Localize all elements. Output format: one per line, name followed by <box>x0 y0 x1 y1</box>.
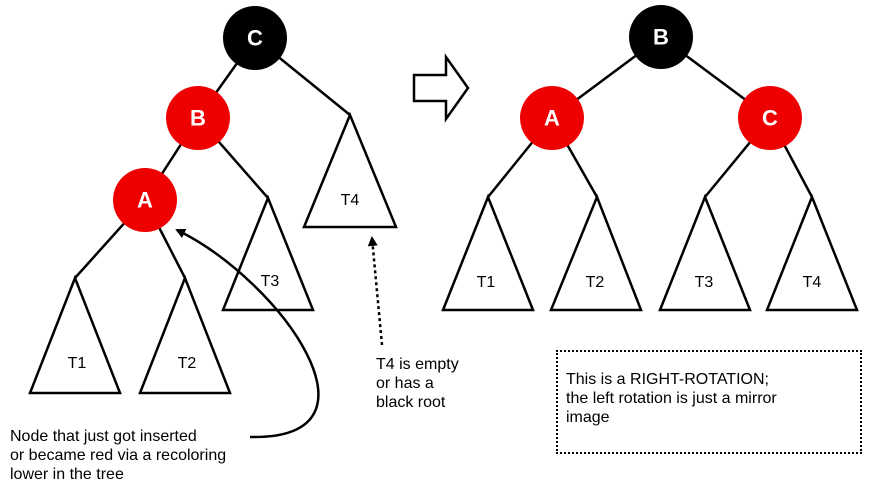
rotation-note-box: This is a RIGHT-ROTATION; the left rotat… <box>556 350 862 454</box>
node-b-after-label: B <box>653 25 669 50</box>
subtree-t4-label: T4 <box>341 192 360 209</box>
subtree-t4 <box>302 111 398 229</box>
node-a <box>113 168 177 232</box>
t4-note-arrow <box>367 236 384 346</box>
node-a-label: A <box>137 188 153 213</box>
subtree-t3-label: T3 <box>261 273 280 290</box>
inserted-node-note: Node that just got inserted or became re… <box>10 428 227 483</box>
node-c-after-label: C <box>762 106 778 131</box>
transition-arrow-icon <box>412 53 470 123</box>
subtree-t4-after-label: T4 <box>803 274 822 291</box>
node-b-after <box>629 5 693 69</box>
subtree-t2-after <box>549 193 643 312</box>
node-c-after <box>738 86 802 150</box>
t4-note: T4 is empty or has a black root <box>376 356 459 411</box>
subtree-t3 <box>221 194 315 312</box>
after-tree: T1 T2 T3 T4 B A C <box>441 5 859 312</box>
before-tree: T1 T2 T3 T4 C B A <box>28 6 398 395</box>
subtree-t3-after <box>658 193 752 312</box>
subtree-t1-after <box>441 193 535 312</box>
subtree-t1-after-label: T1 <box>477 274 496 291</box>
subtree-t2-after-label: T2 <box>586 274 605 291</box>
node-c <box>223 6 287 70</box>
subtree-t2-label: T2 <box>178 355 197 372</box>
node-a-after <box>520 86 584 150</box>
subtree-t3-after-label: T3 <box>695 274 714 291</box>
subtree-t4-after <box>765 193 859 312</box>
node-c-label: C <box>247 26 263 51</box>
inserted-node-arrow <box>175 228 320 439</box>
subtree-t1 <box>28 274 122 395</box>
node-b-label: B <box>190 106 206 131</box>
node-b <box>166 86 230 150</box>
subtree-t2 <box>138 274 232 395</box>
node-a-after-label: A <box>544 106 560 131</box>
rotation-note: This is a RIGHT-ROTATION; the left rotat… <box>566 371 777 426</box>
subtree-t1-label: T1 <box>68 355 87 372</box>
